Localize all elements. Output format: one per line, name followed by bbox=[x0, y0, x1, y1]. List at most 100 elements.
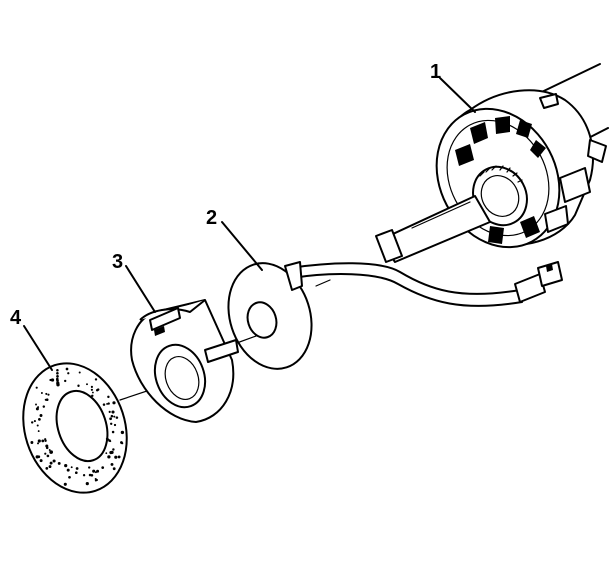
perforation-dot bbox=[49, 450, 53, 454]
perforation-dot bbox=[96, 469, 100, 473]
perforation-dot bbox=[55, 377, 59, 381]
perforation-dot bbox=[64, 464, 68, 468]
perforation-dot bbox=[82, 474, 86, 477]
perforation-dot bbox=[35, 407, 39, 411]
perforation-dot bbox=[35, 403, 37, 406]
perforation-dot bbox=[91, 391, 94, 394]
perforation-dot bbox=[77, 384, 80, 387]
shaft-sleeve bbox=[375, 195, 491, 263]
perforation-dot bbox=[45, 467, 49, 470]
perforation-dot bbox=[111, 430, 115, 434]
perforation-dot bbox=[56, 372, 59, 375]
perforation-dot bbox=[30, 441, 34, 444]
disc-perforations bbox=[30, 367, 125, 486]
perforation-dot bbox=[120, 430, 125, 435]
perforation-dot bbox=[37, 430, 40, 433]
perforation-dot bbox=[109, 451, 113, 455]
perforation-dot bbox=[45, 446, 49, 450]
perforation-dot bbox=[30, 421, 34, 424]
leader-lines bbox=[23, 77, 476, 371]
perforation-dot bbox=[110, 462, 114, 466]
perforation-dot bbox=[66, 468, 70, 472]
perforation-dot bbox=[44, 452, 47, 455]
perforation-dot bbox=[113, 423, 117, 427]
callout-1: 1 bbox=[430, 61, 441, 83]
perforation-dot bbox=[102, 403, 106, 406]
perforation-dot bbox=[91, 394, 94, 398]
perforation-dot bbox=[121, 442, 124, 445]
perforation-dot bbox=[110, 414, 114, 418]
perforation-dot bbox=[57, 461, 61, 465]
perforation-dot bbox=[109, 417, 112, 421]
perforation-dot bbox=[90, 388, 93, 391]
perforation-dot bbox=[65, 367, 69, 371]
callout-4: 4 bbox=[10, 307, 22, 329]
perforation-dot bbox=[52, 459, 56, 463]
perforation-dot bbox=[40, 392, 43, 394]
perforation-dot bbox=[88, 473, 92, 477]
perforation-dot bbox=[39, 459, 43, 463]
perforation-dot bbox=[38, 418, 41, 421]
perforation-dot bbox=[105, 452, 108, 455]
perforation-dot bbox=[86, 383, 88, 386]
perforation-dot bbox=[115, 416, 119, 419]
part-4-disc bbox=[22, 362, 128, 494]
perforation-dot bbox=[44, 439, 47, 442]
perforation-dot bbox=[56, 375, 59, 378]
perforation-dot bbox=[107, 395, 110, 399]
perforation-dot bbox=[74, 471, 78, 475]
perforation-dot bbox=[49, 461, 53, 465]
perforation-dot bbox=[37, 442, 39, 445]
perforation-dot bbox=[114, 455, 118, 459]
perforation-dot bbox=[95, 478, 98, 482]
perforation-dot bbox=[47, 393, 50, 396]
perforation-dot bbox=[78, 371, 81, 374]
perforation-dot bbox=[44, 398, 47, 401]
perforation-dot bbox=[67, 372, 70, 375]
perforation-dot bbox=[68, 475, 71, 479]
perforation-dot bbox=[45, 392, 48, 395]
perforation-dot bbox=[113, 415, 116, 418]
perforation-dot bbox=[39, 414, 43, 417]
perforation-dot bbox=[35, 386, 38, 389]
perforation-dot bbox=[112, 401, 116, 405]
perforation-dot bbox=[48, 465, 52, 469]
perforation-dot bbox=[36, 424, 39, 427]
perforation-dot bbox=[94, 378, 98, 381]
perforation-dot bbox=[56, 368, 59, 372]
perforation-dot bbox=[112, 467, 116, 471]
perforation-dot bbox=[90, 385, 93, 388]
perforation-dot bbox=[42, 405, 46, 408]
perforation-dot bbox=[75, 467, 79, 470]
perforation-dot bbox=[112, 411, 115, 414]
perforation-dot bbox=[70, 466, 73, 469]
perforation-dot bbox=[35, 455, 39, 459]
perforation-dot bbox=[48, 449, 51, 451]
wiring-harness bbox=[289, 261, 563, 307]
perforation-dot bbox=[37, 406, 40, 409]
part-2-ring bbox=[227, 261, 313, 370]
perforation-dot bbox=[107, 402, 110, 405]
perforation-dot bbox=[109, 440, 112, 443]
callout-2: 2 bbox=[206, 207, 217, 229]
perforation-dot bbox=[107, 455, 111, 459]
part-3-retainer bbox=[130, 299, 239, 423]
perforation-dot bbox=[63, 482, 67, 486]
perforation-dot bbox=[46, 454, 50, 458]
perforation-dot bbox=[85, 482, 89, 486]
perforation-dot bbox=[50, 378, 55, 382]
perforation-dot bbox=[88, 466, 91, 469]
perforation-dot bbox=[64, 379, 67, 383]
perforation-dot bbox=[112, 448, 115, 451]
perforation-dot bbox=[41, 439, 45, 443]
perforation-dot bbox=[33, 420, 36, 423]
perforation-dot bbox=[37, 439, 41, 443]
perforation-dot bbox=[56, 381, 60, 385]
perforation-dot bbox=[101, 466, 105, 469]
perforation-dot bbox=[96, 388, 100, 391]
perforation-dot bbox=[117, 455, 121, 459]
perforation-dot bbox=[94, 471, 97, 474]
callout-3: 3 bbox=[112, 251, 123, 273]
perforation-dot bbox=[110, 422, 113, 425]
